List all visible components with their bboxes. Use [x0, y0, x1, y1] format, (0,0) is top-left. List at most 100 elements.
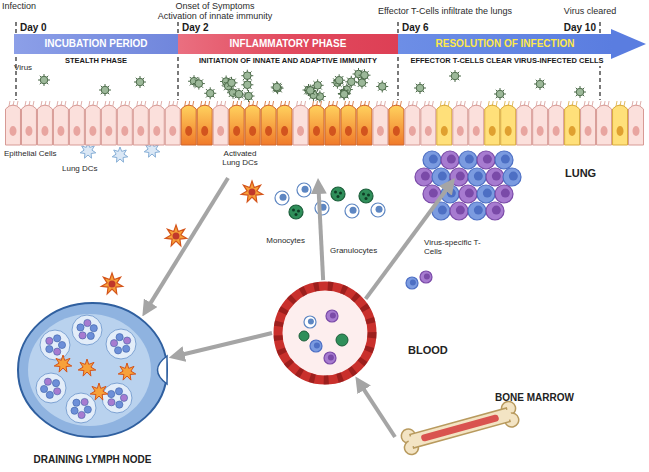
t-cell-nucleus — [465, 155, 474, 164]
granulocyte-granule — [339, 192, 342, 195]
virus-particle — [574, 86, 586, 98]
lymphocyte — [78, 411, 85, 418]
virus-particle — [226, 77, 238, 89]
monocyte-nucleus — [302, 186, 309, 193]
activated-dendritic-cell — [54, 355, 72, 372]
monocyte — [275, 191, 289, 205]
epithelial-cell — [293, 105, 308, 145]
cilium — [33, 101, 34, 106]
lymphocyte — [71, 407, 78, 414]
cilium — [576, 101, 577, 106]
label-box: Infection — [2, 1, 72, 11]
label-box: Virus — [14, 63, 54, 72]
epithelial-cell-nucleus — [409, 126, 416, 136]
label-box: Day 6 — [402, 22, 446, 34]
cilium — [360, 101, 361, 106]
cilium — [45, 101, 46, 106]
t-cell — [477, 151, 495, 169]
epithelial-cell — [245, 105, 260, 145]
phase-band: INCUBATION PERIOD — [14, 34, 178, 54]
label-box: Activation of innate immunity — [130, 11, 300, 21]
cilium — [17, 101, 18, 106]
epithelial-cell-nucleus — [137, 126, 144, 136]
t-cell — [432, 168, 450, 186]
virus-body — [576, 88, 584, 96]
t-cell-nucleus — [438, 206, 447, 215]
epithelial-cell-nucleus — [553, 126, 560, 136]
cilium — [109, 101, 110, 106]
epithelial-cell — [469, 105, 484, 145]
cilium — [81, 101, 82, 106]
annotation-text: Granulocytes — [330, 246, 377, 255]
granulocyte — [331, 187, 345, 201]
cilium — [328, 101, 329, 106]
granulocyte — [336, 334, 348, 346]
epithelial-cell — [165, 105, 180, 145]
t-cell — [406, 277, 418, 289]
t-cell — [495, 185, 513, 203]
cilium — [368, 101, 369, 106]
annotation-text: Day 6 — [402, 22, 429, 34]
cilium — [257, 101, 258, 106]
epithelial-cell — [581, 105, 596, 145]
follicle — [72, 315, 102, 345]
label-box: Onset of Symptoms — [140, 1, 290, 11]
bone-fill — [408, 409, 513, 447]
cilium — [408, 101, 409, 106]
lung-epithelium: LUNG — [5, 95, 644, 178]
t-cell-nucleus — [492, 206, 501, 215]
epithelial-cell — [229, 105, 244, 145]
cilium — [201, 101, 202, 106]
epithelial-cell — [485, 105, 500, 145]
cilium — [380, 101, 381, 106]
granulocyte-granule — [367, 194, 370, 197]
monocyte — [371, 203, 385, 217]
epithelial-cell-nucleus — [329, 126, 336, 136]
t-cell-nucleus — [330, 312, 336, 318]
annotation-text: STEALTH PHASE — [63, 57, 129, 66]
epithelial-cell — [101, 105, 116, 145]
cilium — [524, 101, 525, 106]
virus-particle — [241, 70, 253, 82]
t-cell — [420, 271, 432, 283]
epithelial-cell — [53, 105, 68, 145]
cilium — [428, 101, 429, 106]
virus-body — [496, 90, 504, 98]
annotation-text: Monocytes — [266, 236, 305, 245]
monocyte-nucleus — [308, 318, 314, 324]
virus-body — [314, 82, 322, 90]
cilium — [185, 101, 186, 106]
epithelial-cell-nucleus — [345, 126, 352, 136]
t-cell-nucleus — [492, 172, 501, 181]
granulocyte-granule — [297, 210, 300, 213]
t-cell-nucleus — [429, 189, 438, 198]
cilium — [285, 101, 286, 106]
cilium — [496, 101, 497, 106]
epithelial-cell-nucleus — [393, 126, 400, 136]
cilium — [412, 101, 413, 106]
epithelial-cell-nucleus — [569, 126, 576, 136]
cilium — [332, 101, 333, 106]
virus-spike — [333, 78, 335, 80]
virus-particle — [302, 84, 314, 96]
lymphocyte — [46, 391, 53, 398]
t-cell — [468, 202, 486, 220]
cilium — [624, 101, 625, 106]
t-cell — [503, 168, 521, 186]
monocyte-nucleus — [376, 206, 383, 213]
cilium — [105, 101, 106, 106]
cilium — [313, 101, 314, 106]
cilium — [440, 101, 441, 106]
cilium — [376, 101, 377, 106]
lymphocyte — [79, 332, 86, 339]
epithelial-cell — [309, 105, 324, 145]
granulocyte-granule — [337, 195, 340, 198]
virus-particle — [272, 82, 284, 94]
cilium — [89, 101, 90, 106]
cilium — [281, 101, 282, 106]
phase-title: INFLAMMATORY PHASE — [230, 38, 347, 50]
virus-body — [340, 90, 348, 98]
cilium — [305, 101, 306, 106]
epithelial-cell — [533, 105, 548, 145]
